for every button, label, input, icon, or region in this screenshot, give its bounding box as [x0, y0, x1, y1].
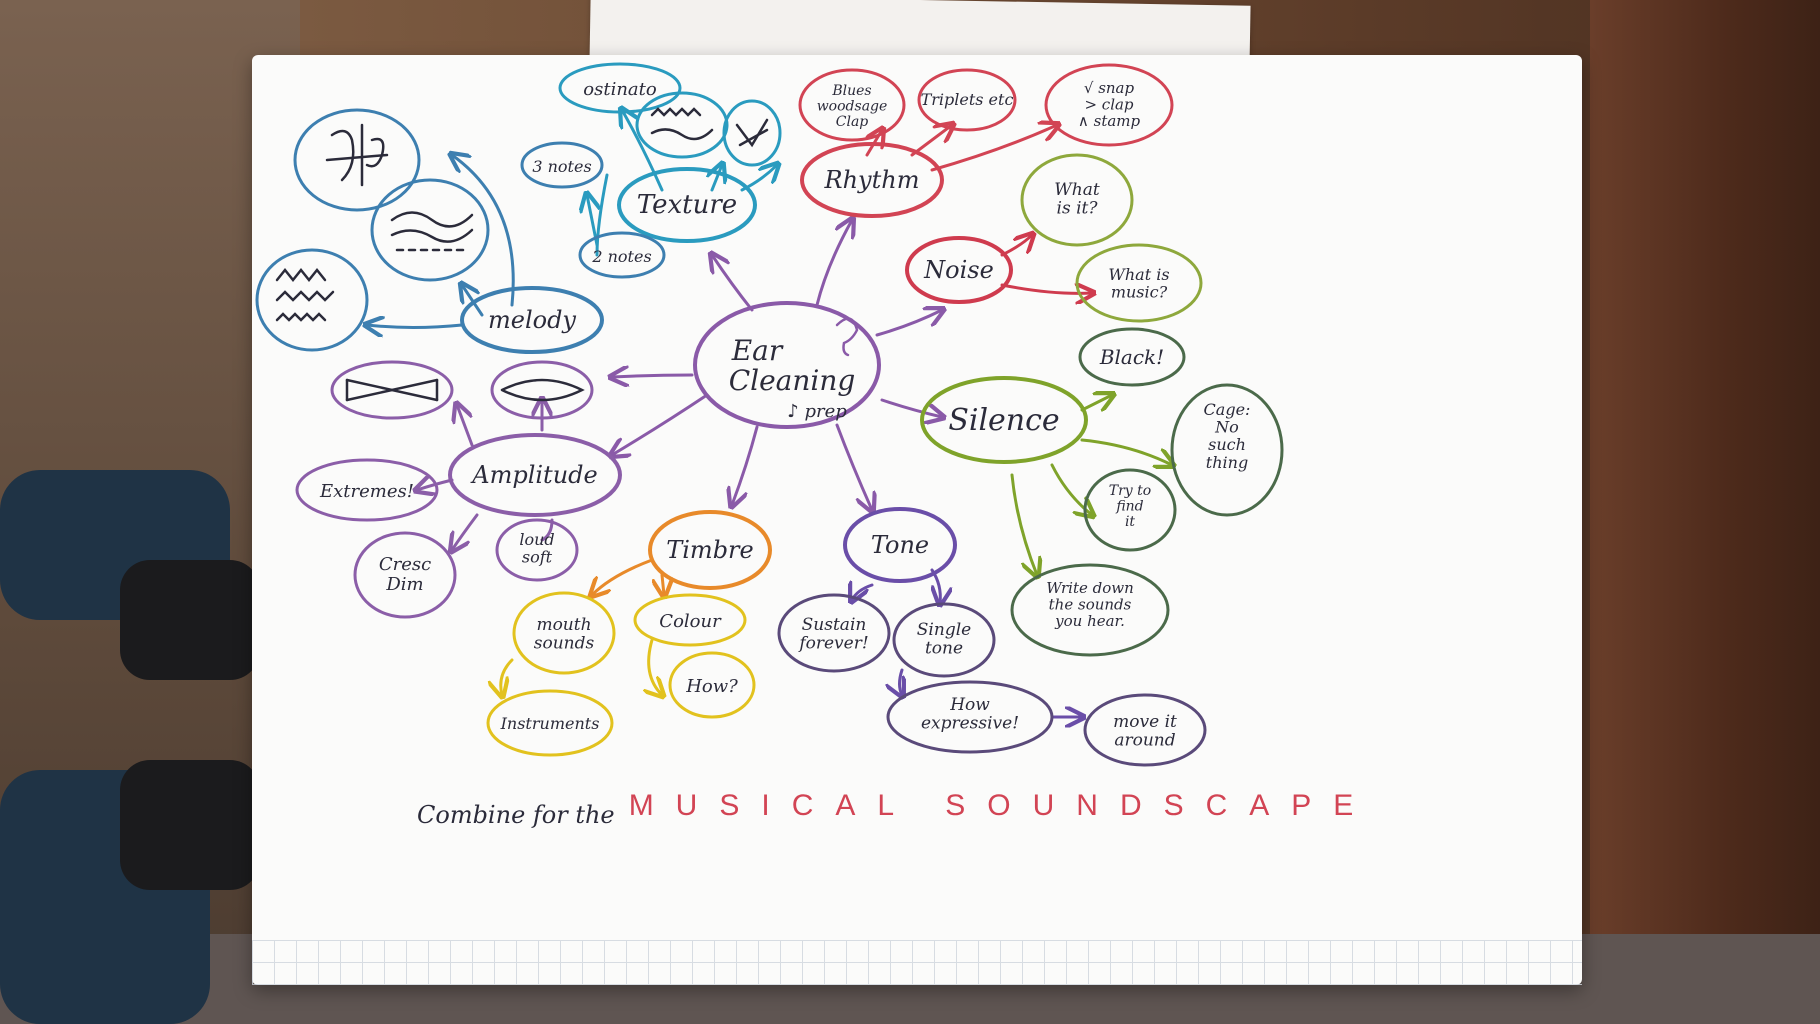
center-label-1: Ear [731, 334, 784, 367]
two-notes-label: 2 notes [591, 247, 651, 266]
music-symbol-icon [325, 123, 389, 187]
node-extremes [295, 458, 439, 522]
footer-prefix: Combine for the [417, 801, 615, 829]
three-notes-label: 3 notes [532, 157, 591, 176]
node-timbre [648, 510, 772, 590]
silence-label: Silence [948, 403, 1059, 438]
center-label-2: Cleaning [729, 364, 856, 397]
node-two-notes [578, 231, 666, 279]
node-texture-wave [635, 91, 729, 159]
link-center-rhythm [815, 220, 852, 307]
shoe-upper [120, 560, 260, 680]
link-center-amplitude [612, 393, 709, 455]
center-label-3: ♪ prep [787, 401, 847, 422]
footer-title: MUSICAL SOUNDSCAPE [629, 789, 1376, 822]
node-melody-wave [370, 178, 490, 282]
timbre-label: Timbre [666, 536, 753, 564]
rhythm-label: Rhythm [824, 166, 920, 194]
node-amplitude [448, 433, 622, 517]
node-hairpin [330, 360, 454, 420]
extremes-label: Extremes! [319, 481, 414, 502]
node-melody-symbol [293, 108, 421, 212]
node-what-is-it [1020, 153, 1134, 247]
node-write-down [1010, 563, 1170, 657]
node-diamond [490, 360, 594, 420]
node-center [693, 301, 881, 429]
tone-label: Tone [871, 531, 929, 559]
colour-label: Colour [659, 611, 722, 632]
node-noise [905, 236, 1013, 304]
node-ostinato [558, 62, 682, 114]
node-try-to-find [1083, 468, 1177, 552]
node-colour [633, 593, 747, 647]
melody-label: melody [488, 306, 576, 334]
node-loud-soft [495, 518, 579, 582]
link-center-silence [880, 398, 942, 417]
link-center-texture [712, 255, 754, 312]
amplitude-label: Amplitude [470, 461, 597, 489]
node-silence [920, 376, 1088, 464]
shoe-lower [120, 760, 260, 890]
node-instruments [486, 689, 614, 757]
node-single [892, 602, 996, 678]
noise-label: Noise [923, 256, 994, 284]
node-blues [798, 68, 906, 142]
texture-wave-icon [650, 107, 714, 141]
triplets-label: Triplets etc [921, 90, 1014, 109]
node-cage [1170, 383, 1284, 517]
zigzag-pattern-icon [275, 267, 335, 322]
node-move [1083, 693, 1207, 767]
mind-map-sheet: Ear Cleaning ♪ prep melody Texture ostin… [252, 55, 1582, 985]
node-expressive [886, 680, 1054, 754]
node-rhythm [800, 142, 944, 218]
ear-icon [835, 317, 859, 357]
node-sustain [777, 593, 891, 673]
node-melody [460, 286, 604, 354]
node-tone [843, 507, 957, 583]
node-what-is-music [1075, 243, 1203, 323]
hairpin-icon [345, 378, 439, 402]
wave-pattern-icon [390, 211, 474, 252]
node-snap [1044, 63, 1174, 147]
diamond-icon [500, 378, 585, 402]
node-how [668, 651, 756, 719]
wood-edge [1590, 0, 1820, 1024]
crossing-arrows-icon [735, 118, 769, 148]
black-label: Black! [1099, 345, 1164, 369]
link-center-melody [612, 375, 694, 377]
mind-map: Ear Cleaning ♪ prep melody Texture ostin… [255, 62, 1376, 829]
node-triplets [917, 68, 1017, 132]
how-label: How? [685, 676, 738, 697]
node-mouth [512, 591, 616, 675]
link-center-timbre [732, 425, 759, 505]
texture-label: Texture [637, 190, 737, 220]
ostinato-label: ostinato [583, 79, 657, 100]
node-texture-arrow [722, 99, 782, 167]
instruments-label: Instruments [500, 714, 600, 733]
node-three-notes [520, 141, 604, 189]
node-cresc [353, 531, 457, 619]
link-center-noise [875, 310, 942, 337]
link-center-tone [835, 423, 872, 510]
node-black [1078, 327, 1186, 387]
node-melody-zigzag [255, 248, 369, 352]
node-texture [617, 167, 757, 243]
snap-label: √ snap> clap∧ stamp [1078, 79, 1141, 130]
